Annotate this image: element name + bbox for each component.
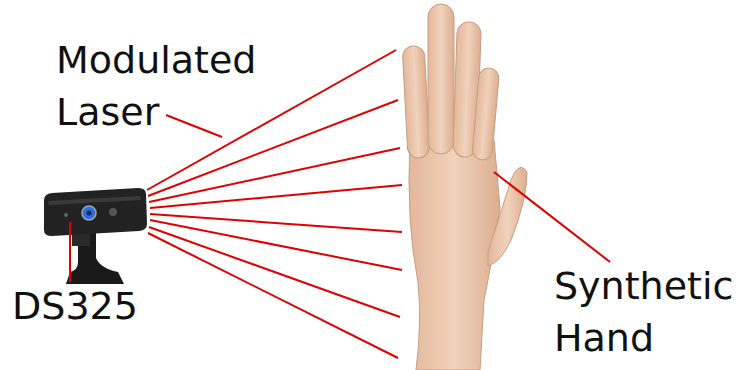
leader-lines — [70, 115, 610, 282]
hand-label: Synthetic Hand — [554, 260, 750, 364]
camera — [44, 188, 147, 284]
synthetic-hand — [402, 4, 527, 370]
laser-beams — [147, 50, 402, 358]
laser-label: Modulated Laser — [56, 34, 288, 138]
camera-label: DS325 — [12, 280, 212, 332]
